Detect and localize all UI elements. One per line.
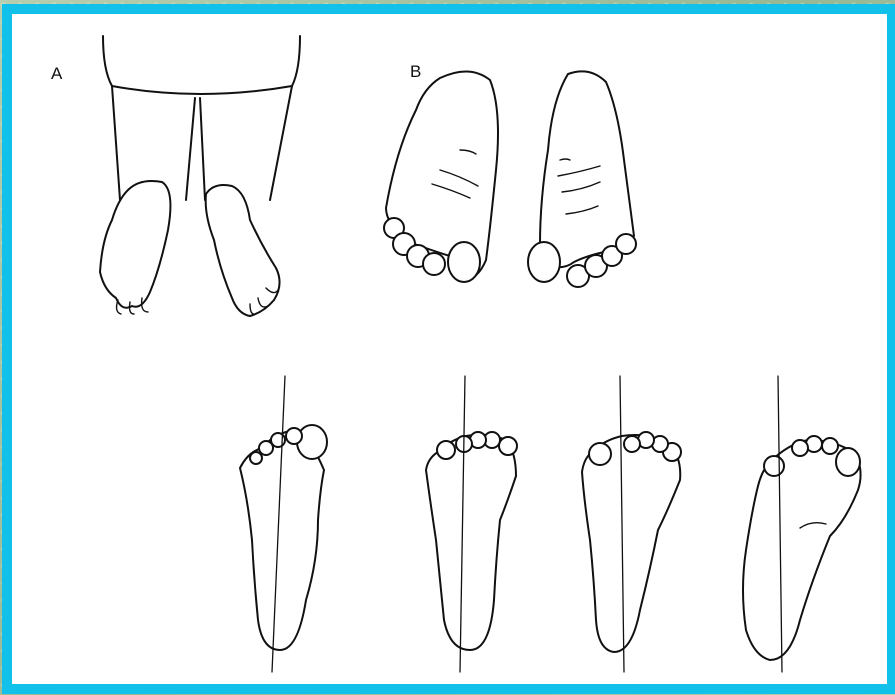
bisector-line-1 [272,376,285,672]
panel-b-label: B [410,63,421,80]
right-leg [200,86,292,200]
panel-b-illustration [384,71,636,287]
bisector-line-2 [460,376,465,672]
foot-outline-3 [582,376,681,672]
right-sole-creases [558,159,600,214]
shorts-outline [103,36,300,94]
foot-outline-2 [426,376,517,672]
left-sole-creases [432,150,478,198]
right-sole-toe-5 [616,234,636,254]
bisector-line-3 [620,376,624,672]
panel-a-illustration [100,36,300,316]
left-foot [100,181,170,308]
left-sole-big-toe [448,242,480,282]
panel-a-label: A [51,65,62,82]
bisector-line-4 [778,376,782,672]
foot-classification-row [240,376,861,672]
right-foot [206,185,280,316]
foot-outline-4 [743,376,861,672]
foot-outline-1 [240,376,327,672]
left-sole-toe-4 [423,253,445,275]
right-sole-big-toe [528,242,560,282]
